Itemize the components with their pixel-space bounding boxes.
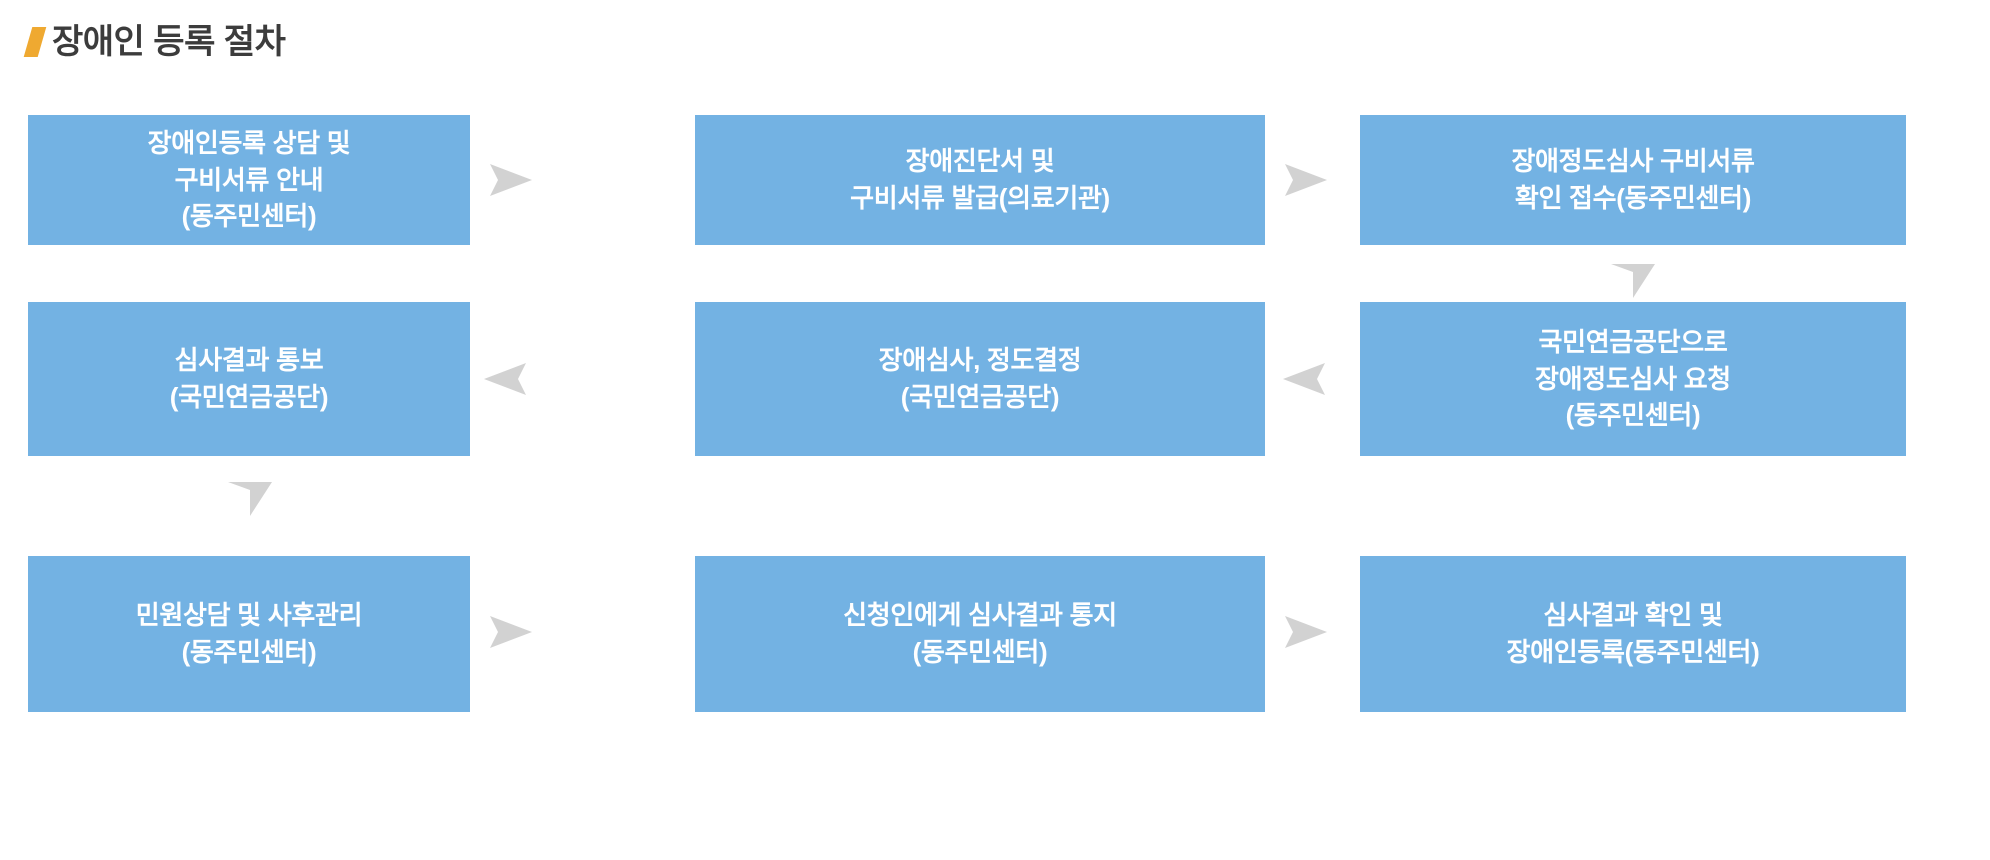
arrow-down-icon (1605, 258, 1661, 302)
arrow-right-icon (1277, 604, 1333, 660)
arrow-left-icon (1277, 351, 1333, 407)
flow-node-step7[interactable]: 심사결과 확인 및 장애인등록(동주민센터) (1360, 556, 1906, 712)
flow-node-step2[interactable]: 장애진단서 및 구비서류 발급(의료기관) (695, 115, 1265, 245)
process-flow-diagram: 장애인등록 상담 및 구비서류 안내 (동주민센터) 장애진단서 및 구비서류 … (0, 96, 1990, 736)
flow-node-step3[interactable]: 장애정도심사 구비서류 확인 접수(동주민센터) (1360, 115, 1906, 245)
arrow-left-icon (478, 351, 534, 407)
flow-node-step1[interactable]: 장애인등록 상담 및 구비서류 안내 (동주민센터) (28, 115, 470, 245)
page-title-text: 장애인 등록 절차 (52, 23, 286, 61)
arrow-right-icon (482, 152, 538, 208)
flow-row-1: 장애인등록 상담 및 구비서류 안내 (동주민센터) 장애진단서 및 구비서류 … (0, 96, 1990, 298)
flow-node-step9[interactable]: 민원상담 및 사후관리 (동주민센터) (28, 556, 470, 712)
page-title: 장애인 등록 절차 (23, 14, 286, 70)
flow-node-step4[interactable]: 국민연금공단으로 장애정도심사 요청 (동주민센터) (1360, 302, 1906, 456)
flow-node-step6[interactable]: 심사결과 통보 (국민연금공단) (28, 302, 470, 456)
title-bullet-icon (23, 27, 47, 57)
arrow-down-icon (222, 476, 278, 520)
flow-node-step8[interactable]: 신청인에게 심사결과 통지 (동주민센터) (695, 556, 1265, 712)
flow-node-step5[interactable]: 장애심사, 정도결정 (국민연금공단) (695, 302, 1265, 456)
flow-row-2: 심사결과 통보 (국민연금공단) 장애심사, 정도결정 (국민연금공단) 국민연… (0, 286, 1990, 546)
flow-row-3: 민원상담 및 사후관리 (동주민센터) 신청인에게 심사결과 통지 (동주민센터… (0, 546, 1990, 736)
arrow-right-icon (1277, 152, 1333, 208)
arrow-right-icon (482, 604, 538, 660)
